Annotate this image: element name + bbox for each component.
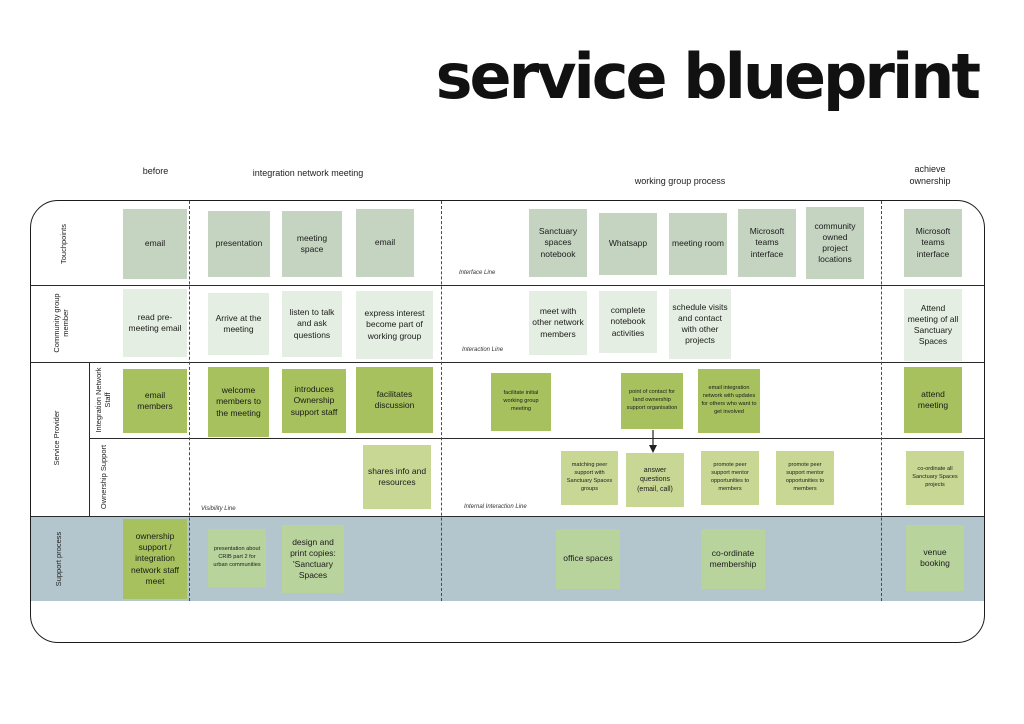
note-introduces-ownership-support-staff: introduces Ownership support staff	[282, 369, 346, 433]
note-arrive-at-meeting: Arrive at the meeting	[208, 293, 269, 355]
note-coordinate-all-sanctuary-spaces-projects: co-ordinate all Sanctuary Spaces project…	[906, 451, 964, 505]
note-listen-ask-questions: listen to talk and ask questions	[282, 291, 342, 357]
note-read-pre-meeting-email: read pre-meeting email	[123, 289, 187, 357]
row-divider-visibility	[31, 516, 984, 517]
row-label-integration-network-staff: Integration Network Staff	[94, 367, 112, 433]
note-sanctuary-spaces-notebook: Sanctuary spaces notebook	[529, 209, 587, 277]
note-facilitate-initial-working-group-meeting: facilitate initial working group meeting	[491, 373, 551, 431]
note-coordinate-membership: co-ordinate membership	[701, 529, 765, 589]
note-office-spaces: office spaces	[556, 529, 620, 589]
phase-divider-3	[881, 201, 882, 601]
interaction-line-label: Interaction Line	[462, 347, 504, 353]
note-matching-peer-support: matching peer support with Sanctuary Spa…	[561, 451, 618, 505]
row-label-support-process: Support process	[53, 531, 63, 587]
note-email-meeting: email	[356, 209, 414, 277]
internal-interaction-line-label: Internal Interaction Line	[464, 504, 527, 510]
service-provider-divider	[89, 362, 90, 516]
page-title: service blueprint	[435, 40, 981, 113]
phase-label-before: before	[142, 166, 169, 176]
note-presentation-about-crib: presentation about CRIB part 2 for urban…	[208, 529, 266, 587]
row-label-touchpoints: Touchpoints	[58, 223, 68, 265]
phase-label-integration-network-meeting: integration network meeting	[252, 168, 364, 178]
note-attend-meeting-all-sanctuary-spaces: Attend meeting of all Sanctuary Spaces	[904, 289, 962, 361]
note-meeting-space: meeting space	[282, 211, 342, 277]
row-divider-interface	[31, 285, 984, 286]
note-microsoft-teams-interface: Microsoft teams interface	[738, 209, 796, 277]
phase-label-working-group-process: working group process	[634, 176, 726, 186]
row-divider-interaction	[31, 362, 984, 363]
note-email-members: email members	[123, 369, 187, 433]
note-meeting-room: meeting room	[669, 213, 727, 275]
note-presentation: presentation	[208, 211, 270, 277]
down-arrow	[649, 430, 657, 453]
phase-label-achieve-ownership: achieve ownership	[909, 164, 951, 186]
row-label-community-group-member: Community group member	[52, 293, 70, 353]
note-email-integration-network-updates: email integration network with updates f…	[698, 369, 760, 433]
row-label-ownership-support: Ownership Support	[98, 444, 108, 510]
note-schedule-visits: schedule visits and contact with other p…	[669, 289, 731, 359]
note-promote-peer-support-1: promote peer support mentor opportunitie…	[701, 451, 759, 505]
row-label-service-provider: Service Provider	[51, 410, 61, 466]
phase-divider-1	[189, 201, 190, 601]
interface-line-label: Interface Line	[459, 270, 496, 276]
note-welcome-members: welcome members to the meeting	[208, 367, 269, 437]
note-answer-questions: answer questions (email, call)	[626, 453, 684, 507]
note-ownership-support-staff-meet: ownership support / integration network …	[123, 519, 187, 599]
note-design-and-print-copies: design and print copies: 'Sanctuary Spac…	[282, 525, 344, 593]
note-whatsapp: Whatsapp	[599, 213, 657, 275]
visibility-line-label: Visibility Line	[201, 506, 236, 512]
note-attend-meeting: attend meeting	[904, 367, 962, 433]
note-express-interest: express interest become part of working …	[356, 291, 433, 359]
note-community-owned-project-locations: community owned project locations	[806, 207, 864, 279]
note-email-before: email	[123, 209, 187, 279]
note-microsoft-teams-interface-2: Microsoft teams interface	[904, 209, 962, 277]
note-shares-info-resources: shares info and resources	[363, 445, 431, 509]
note-complete-notebook-activities: complete notebook activities	[599, 291, 657, 353]
note-point-of-contact: point of contact for land ownership supp…	[621, 373, 683, 429]
note-promote-peer-support-2: promote peer support mentor opportunitie…	[776, 451, 834, 505]
blueprint-canvas: Touchpoints Community group member Servi…	[30, 200, 985, 643]
note-facilitates-discussion: facilitates discussion	[356, 367, 433, 433]
row-divider-staff-ownership	[89, 438, 984, 439]
note-venue-booking: venue booking	[906, 525, 964, 591]
note-meet-network-members: meet with other network members	[529, 291, 587, 355]
phase-divider-2	[441, 201, 442, 601]
